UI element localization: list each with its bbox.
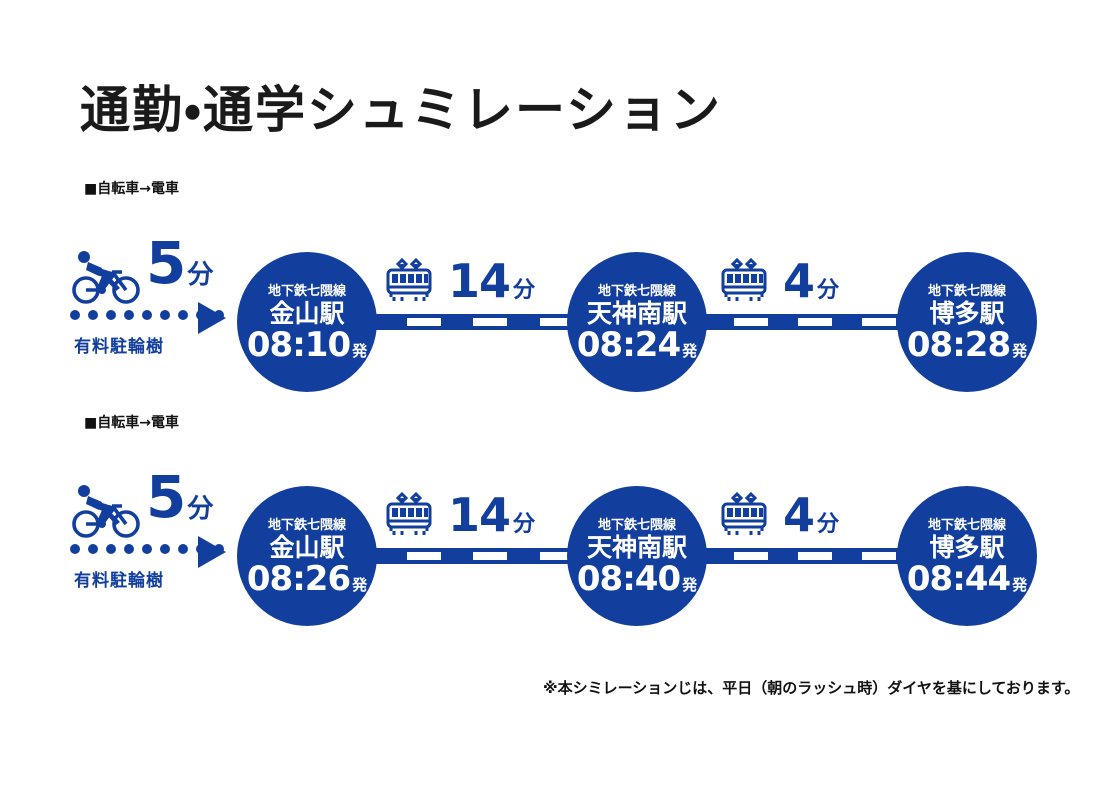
station-name: 博多駅 — [929, 299, 1005, 329]
station-departure: 08:28 発 — [906, 325, 1028, 366]
arrow-right-icon — [198, 302, 226, 334]
path-dot — [142, 544, 152, 554]
station-circle-2-row-1[interactable]: 地下鉄七隈線 天神南駅 08:24 発 — [567, 252, 707, 392]
station-time-suffix: 発 — [1012, 576, 1028, 595]
bicycle-icon — [72, 246, 144, 304]
station-time-suffix: 発 — [682, 576, 698, 595]
path-dot — [70, 544, 80, 554]
path-dot — [70, 310, 80, 320]
train-icon — [382, 491, 436, 539]
station-line-name: 地下鉄七隈線 — [927, 284, 1006, 300]
station-line-name: 地下鉄七隈線 — [927, 518, 1006, 534]
bike-caption-row-1: 有料駐輪樹 — [74, 337, 164, 357]
leg-duration-unit: 分 — [513, 278, 536, 303]
train-icon — [717, 491, 771, 539]
train-icon — [717, 257, 771, 305]
leg-duration-value: 14 — [448, 254, 511, 308]
leg-duration-unit: 分 — [817, 278, 840, 303]
station-departure: 08:24 発 — [576, 325, 698, 366]
arrow-right-icon — [198, 536, 226, 568]
station-time: 08:26 — [246, 559, 351, 600]
bike-caption-row-2: 有料駐輪樹 — [74, 571, 164, 591]
footnote: ※本シミレーションじは、平日（朝のラッシュ時）ダイヤを基にしております。 — [543, 679, 1080, 697]
station-time: 08:40 — [576, 559, 681, 600]
route-row-2: 5分 有料駐輪樹 — [0, 462, 1101, 662]
bike-duration-row-2: 5分 — [146, 468, 213, 526]
station-line-name: 地下鉄七隈線 — [267, 518, 346, 534]
train-icon — [382, 257, 436, 305]
station-departure: 08:44 発 — [906, 559, 1028, 600]
bike-block-row-1: 5分 有料駐輪樹 — [68, 228, 248, 398]
bike-duration-value: 5 — [146, 463, 186, 531]
leg-duration-value: 4 — [783, 488, 815, 542]
path-dot — [178, 544, 188, 554]
station-line-name: 地下鉄七隈線 — [597, 518, 676, 534]
station-circle-3-row-2[interactable]: 地下鉄七隈線 博多駅 08:44 発 — [897, 486, 1037, 626]
page-title: 通勤・通学シュミレーション — [80, 81, 722, 139]
path-dot — [106, 544, 116, 554]
path-dot — [178, 310, 188, 320]
station-name: 金山駅 — [269, 299, 345, 329]
station-circle-2-row-2[interactable]: 地下鉄七隈線 天神南駅 08:40 発 — [567, 486, 707, 626]
path-dot — [124, 310, 134, 320]
leg-duration-unit: 分 — [513, 512, 536, 537]
path-dot — [142, 310, 152, 320]
section-label-row-2: ■自転車→電車 — [84, 415, 179, 431]
bike-duration-unit: 分 — [187, 260, 214, 290]
path-dot — [160, 310, 170, 320]
bike-duration-value: 5 — [146, 229, 186, 297]
station-name: 天神南駅 — [586, 533, 687, 563]
station-line-name: 地下鉄七隈線 — [597, 284, 676, 300]
path-dot — [88, 544, 98, 554]
station-circle-1-row-2[interactable]: 地下鉄七隈線 金山駅 08:26 発 — [237, 486, 377, 626]
station-departure: 08:40 発 — [576, 559, 698, 600]
station-departure: 08:10 発 — [246, 325, 368, 366]
station-name: 金山駅 — [269, 533, 345, 563]
section-label-row-1: ■自転車→電車 — [84, 181, 179, 197]
path-dot — [106, 310, 116, 320]
station-time-suffix: 発 — [1012, 342, 1028, 361]
station-time: 08:28 — [906, 325, 1011, 366]
bike-duration-unit: 分 — [187, 494, 214, 524]
station-time: 08:24 — [576, 325, 681, 366]
route-row-1: 5分 有料駐輪樹 — [0, 228, 1101, 428]
bike-duration-row-1: 5分 — [146, 234, 213, 292]
station-time-suffix: 発 — [352, 576, 368, 595]
station-time: 08:10 — [246, 325, 351, 366]
path-dot — [160, 544, 170, 554]
station-circle-1-row-1[interactable]: 地下鉄七隈線 金山駅 08:10 発 — [237, 252, 377, 392]
station-name: 博多駅 — [929, 533, 1005, 563]
station-time-suffix: 発 — [682, 342, 698, 361]
station-line-name: 地下鉄七隈線 — [267, 284, 346, 300]
leg-duration-unit: 分 — [817, 512, 840, 537]
bicycle-icon — [72, 480, 144, 538]
path-dot — [124, 544, 134, 554]
bike-block-row-2: 5分 有料駐輪樹 — [68, 462, 248, 632]
station-departure: 08:26 発 — [246, 559, 368, 600]
station-time: 08:44 — [906, 559, 1011, 600]
leg-duration-value: 14 — [448, 488, 511, 542]
station-time-suffix: 発 — [352, 342, 368, 361]
station-name: 天神南駅 — [586, 299, 687, 329]
station-circle-3-row-1[interactable]: 地下鉄七隈線 博多駅 08:28 発 — [897, 252, 1037, 392]
path-dot — [88, 310, 98, 320]
leg-duration-value: 4 — [783, 254, 815, 308]
